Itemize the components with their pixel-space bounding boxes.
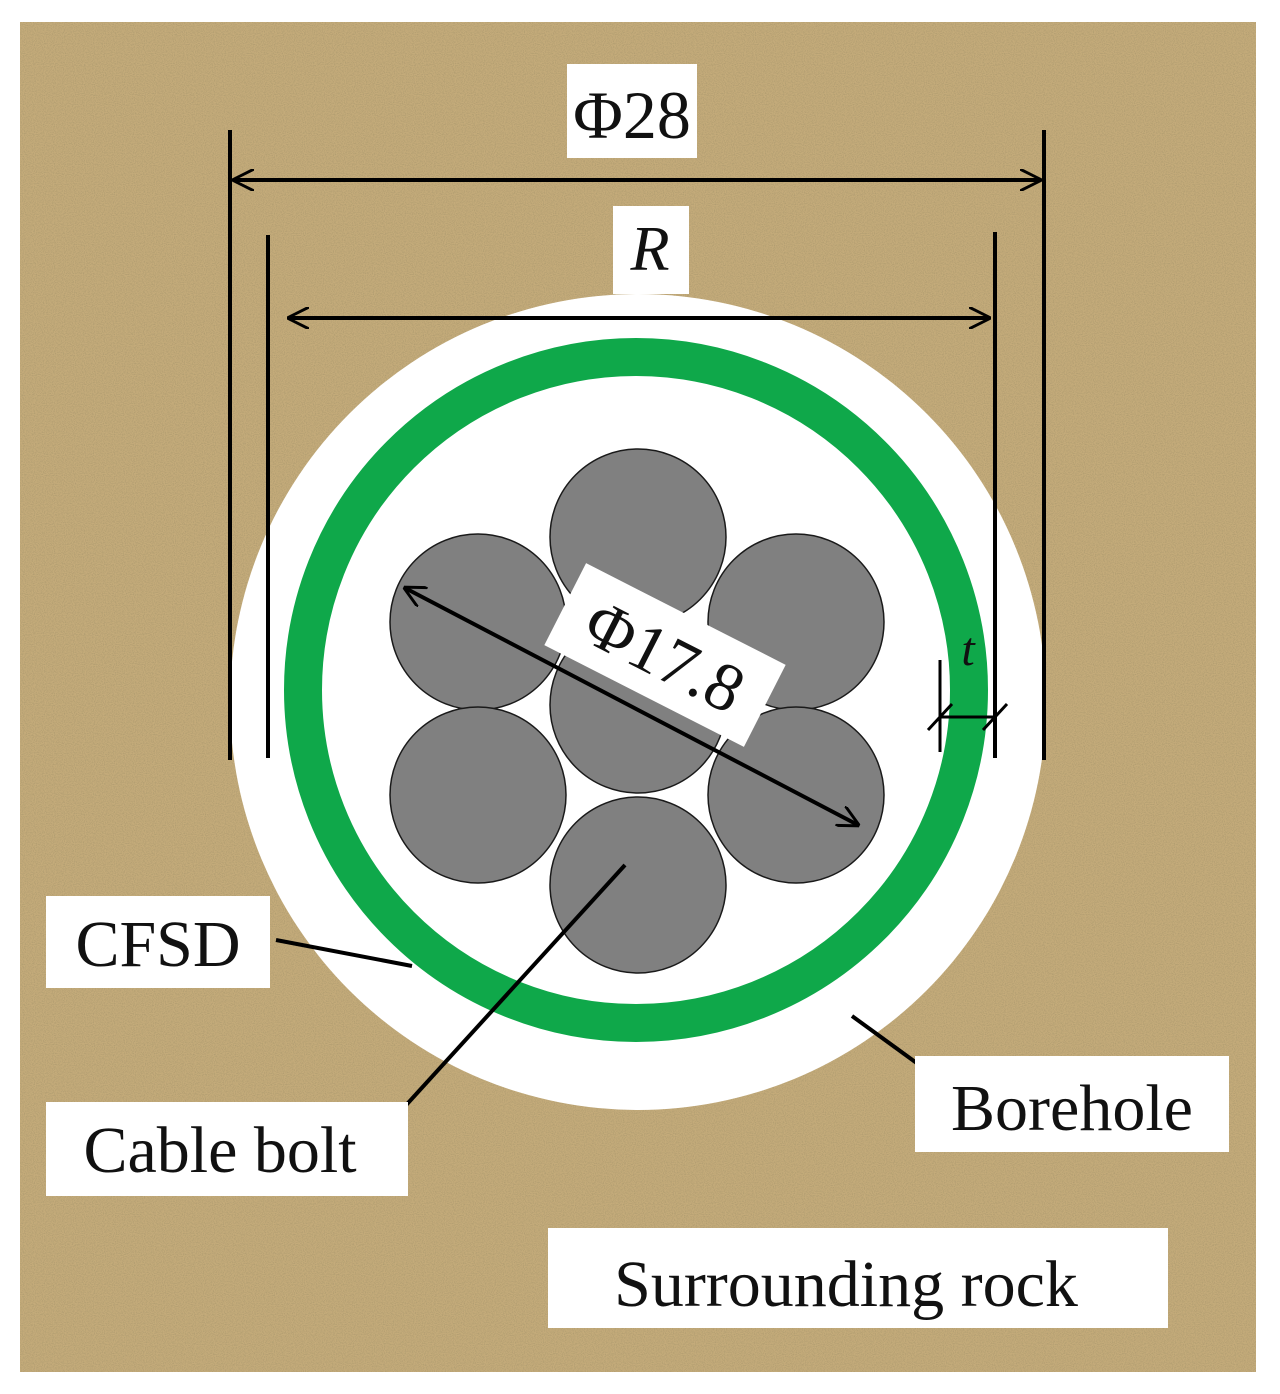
inner-diameter-label: R — [629, 213, 669, 284]
thickness-label: t — [961, 623, 976, 676]
strand-bottom — [549, 796, 727, 974]
cfsd-leader-line — [275, 938, 413, 968]
extension-lines — [228, 130, 1046, 760]
cfsd-ring — [284, 338, 988, 1042]
cable-bolt-leader-line — [396, 863, 627, 1116]
leader-lines — [275, 863, 920, 1116]
label-outer-diameter: Φ28 — [567, 64, 697, 158]
thickness-indicator — [926, 660, 1009, 752]
dimension-arrows — [234, 180, 1040, 825]
cfsd-label: CFSD — [75, 908, 240, 981]
outer-diameter-label: Φ28 — [573, 77, 691, 153]
label-cable-bolt: Cable bolt — [46, 1102, 408, 1196]
surrounding-rock-label: Surrounding rock — [614, 1248, 1078, 1321]
cable-bolt-label: Cable bolt — [83, 1114, 356, 1187]
strand-upper-left — [389, 533, 567, 711]
label-inner-diameter: R — [613, 206, 689, 294]
borehole-label: Borehole — [951, 1072, 1193, 1145]
label-borehole: Borehole — [915, 1056, 1229, 1152]
borehole-leader-line — [850, 1014, 920, 1066]
thickness-slash-right — [981, 702, 1009, 732]
label-surrounding-rock: Surrounding rock — [548, 1228, 1168, 1328]
strand-lower-left — [389, 706, 567, 884]
bolt-diameter-arrow — [405, 588, 858, 825]
thickness-slash-left — [926, 702, 954, 732]
label-cfsd: CFSD — [46, 896, 270, 988]
